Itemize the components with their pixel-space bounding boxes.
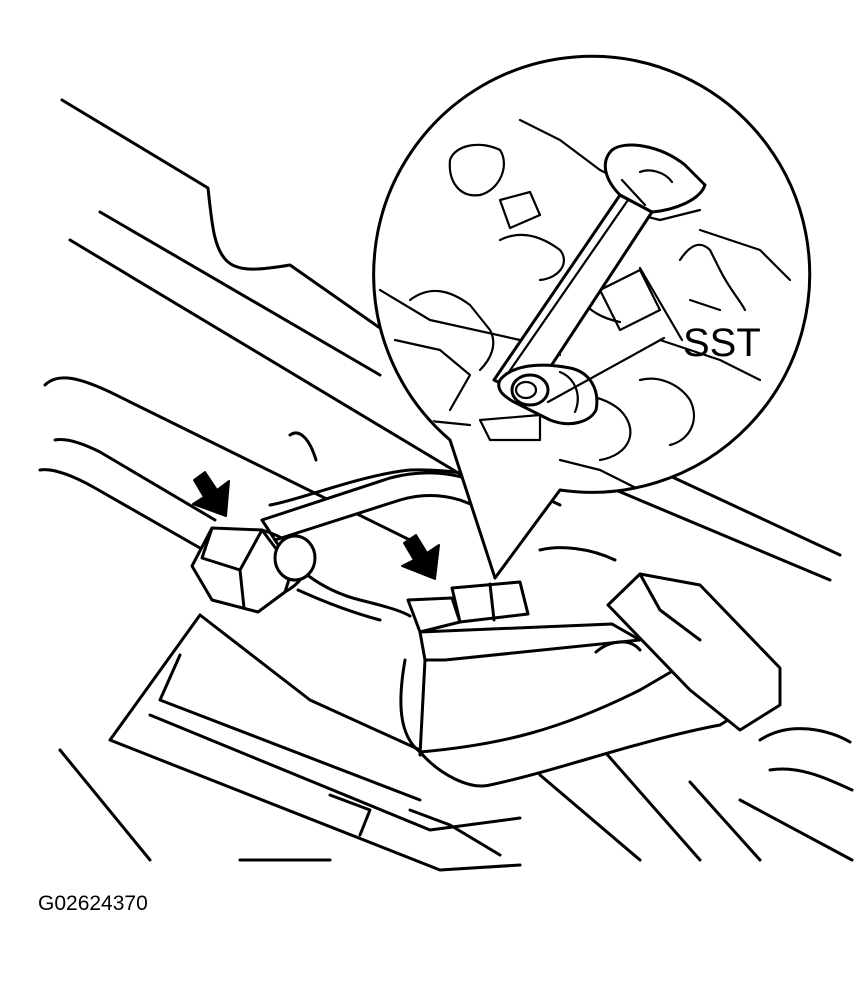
magnified-callout: [372, 54, 812, 580]
sst-label: SST: [683, 321, 761, 365]
engine-background: [38, 98, 842, 582]
arrow-down-icon: [192, 471, 230, 517]
engine-assembly: [58, 471, 854, 872]
arrow-down-icon: [401, 534, 440, 580]
figure-id: G02624370: [38, 892, 148, 915]
